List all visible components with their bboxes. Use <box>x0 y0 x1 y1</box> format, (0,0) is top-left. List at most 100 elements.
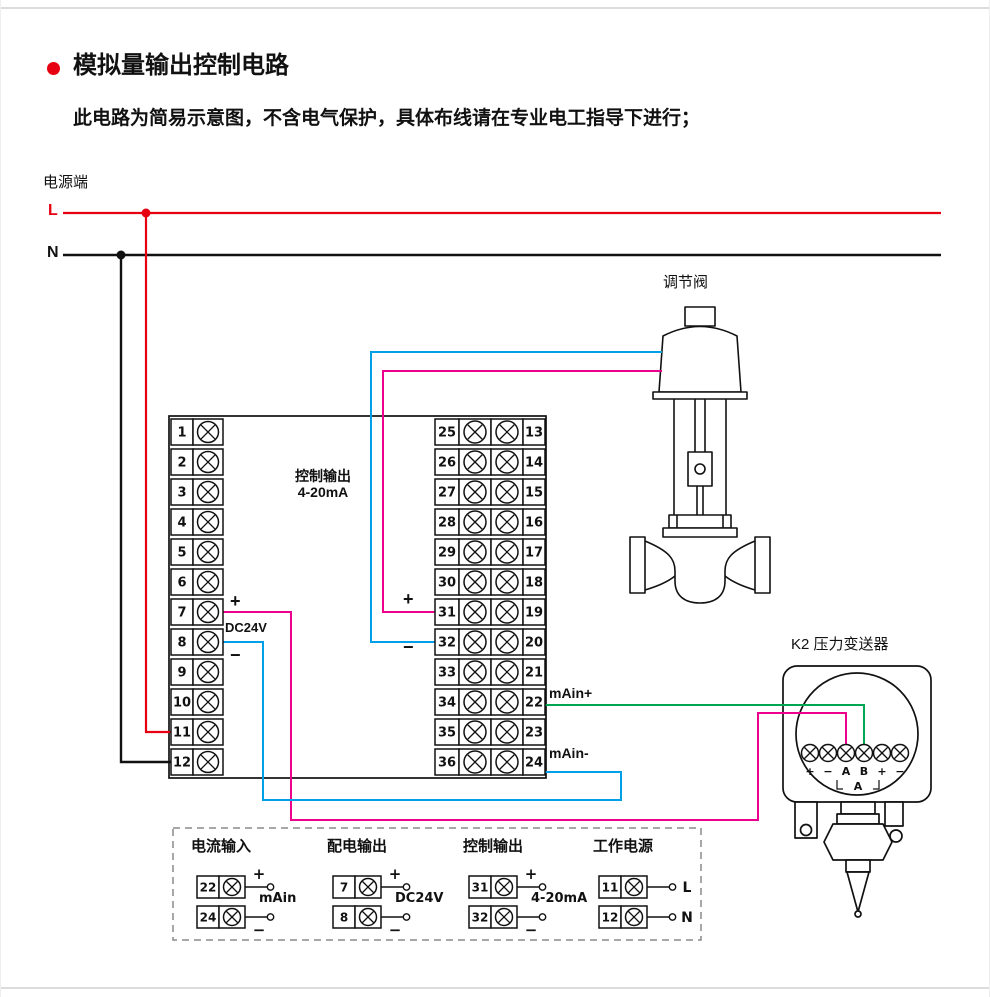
svg-text:−: − <box>823 765 832 778</box>
valve-label: 调节阀 <box>663 274 709 291</box>
svg-text:N: N <box>681 910 693 926</box>
wire-output-plus-to-valve <box>382 370 662 613</box>
svg-text:DC24V: DC24V <box>395 891 443 906</box>
terminal-27: 27 <box>434 478 524 506</box>
svg-text:A: A <box>842 765 851 778</box>
terminal-36: 36 <box>434 748 524 776</box>
main-minus-label: mAin- <box>549 745 589 761</box>
terminal-20: 20 <box>522 628 546 656</box>
control-output-label: 控制输出 4-20mA <box>275 468 371 500</box>
svg-text:4: 4 <box>177 516 186 531</box>
terminal-2: 2 <box>170 448 224 476</box>
output-minus: − <box>403 637 414 657</box>
dc24v-minus: − <box>230 645 241 665</box>
terminal-10: 10 <box>170 688 224 716</box>
svg-text:B: B <box>860 765 868 778</box>
dc24v-label: DC24V <box>225 620 267 635</box>
terminal-18: 18 <box>522 568 546 596</box>
svg-text:6: 6 <box>177 576 186 591</box>
terminal-34: 34 <box>434 688 524 716</box>
legend-terminal-31: 31 + <box>468 865 547 899</box>
terminal-21: 21 <box>522 658 546 686</box>
transmitter-terminal-6: − <box>890 743 910 778</box>
legend-terminal-32: 32− <box>468 905 547 939</box>
terminal-26: 26 <box>434 448 524 476</box>
terminal-32: 32 <box>434 628 524 656</box>
line-l-label: L <box>48 202 58 219</box>
terminal-11: 11 <box>170 718 224 746</box>
svg-text:17: 17 <box>525 546 543 561</box>
svg-text:12: 12 <box>173 756 191 771</box>
legend-title-current-input: 电流输入 <box>191 838 252 855</box>
wires <box>63 208 941 821</box>
svg-text:9: 9 <box>177 666 186 681</box>
controller-terminal-box <box>168 415 547 779</box>
wire-output-minus-to-valve <box>370 351 662 643</box>
svg-text:+: + <box>525 865 538 883</box>
svg-text:32: 32 <box>438 636 456 651</box>
terminal-15: 15 <box>522 478 546 506</box>
terminal-25: 25 <box>434 418 524 446</box>
terminal-31: 31 <box>434 598 524 626</box>
terminal-strip: 1234567891011122526272829303132333435361… <box>170 418 546 776</box>
transmitter-drawing <box>782 665 932 918</box>
terminal-22: 22 <box>522 688 546 716</box>
svg-text:32: 32 <box>472 911 489 925</box>
svg-text:8: 8 <box>340 911 348 925</box>
valve-drawing <box>629 306 771 604</box>
jumper-mark-right <box>873 780 880 790</box>
title-bullet <box>47 62 60 75</box>
terminal-8: 8 <box>170 628 224 656</box>
svg-text:18: 18 <box>525 576 543 591</box>
svg-text:11: 11 <box>602 881 619 895</box>
svg-text:30: 30 <box>438 576 456 591</box>
power-terminal-label: 电源端 <box>43 174 89 191</box>
main-plus-label: mAin+ <box>549 685 593 701</box>
jumper-mark-left <box>836 780 843 790</box>
legend-title-working-power: 工作电源 <box>593 838 654 855</box>
svg-text:33: 33 <box>438 666 456 681</box>
transmitter-terminal-3: A <box>836 743 856 778</box>
svg-text:12: 12 <box>602 911 619 925</box>
svg-text:22: 22 <box>200 881 217 895</box>
terminal-1: 1 <box>170 418 224 446</box>
svg-text:5: 5 <box>177 546 186 561</box>
terminal-23: 23 <box>522 718 546 746</box>
svg-text:7: 7 <box>177 606 186 621</box>
transmitter-terminal-5: + <box>872 743 892 778</box>
svg-text:1: 1 <box>177 426 186 441</box>
svg-text:31: 31 <box>472 881 489 895</box>
svg-text:15: 15 <box>525 486 543 501</box>
svg-text:35: 35 <box>438 726 456 741</box>
svg-text:27: 27 <box>438 486 456 501</box>
svg-text:24: 24 <box>525 756 543 771</box>
legend-terminal-7: 7+ <box>332 865 411 899</box>
svg-text:10: 10 <box>173 696 191 711</box>
line-n-label: N <box>47 244 59 261</box>
svg-text:8: 8 <box>177 636 186 651</box>
svg-text:+: + <box>805 765 814 778</box>
terminal-14: 14 <box>522 448 546 476</box>
svg-text:19: 19 <box>525 606 543 621</box>
terminal-16: 16 <box>522 508 546 536</box>
page-border-bottom <box>1 987 989 989</box>
svg-text:−: − <box>895 765 904 778</box>
control-output-range: 4-20mA <box>297 484 349 501</box>
legend-terminal-22: 22+ <box>196 865 275 899</box>
terminal-19: 19 <box>522 598 546 626</box>
transmitter-terminal-2: − <box>818 743 838 778</box>
junction-l <box>141 208 151 218</box>
svg-text:+: + <box>389 865 402 883</box>
svg-text:mAin: mAin <box>259 891 296 906</box>
legend-terminal-24: 24− <box>196 905 275 939</box>
svg-text:−: − <box>389 921 402 939</box>
legend-title-control-output: 控制输出 <box>463 838 524 855</box>
device-drawings <box>168 306 932 941</box>
svg-text:−: − <box>253 921 266 939</box>
terminal-35: 35 <box>434 718 524 746</box>
svg-text:28: 28 <box>438 516 456 531</box>
